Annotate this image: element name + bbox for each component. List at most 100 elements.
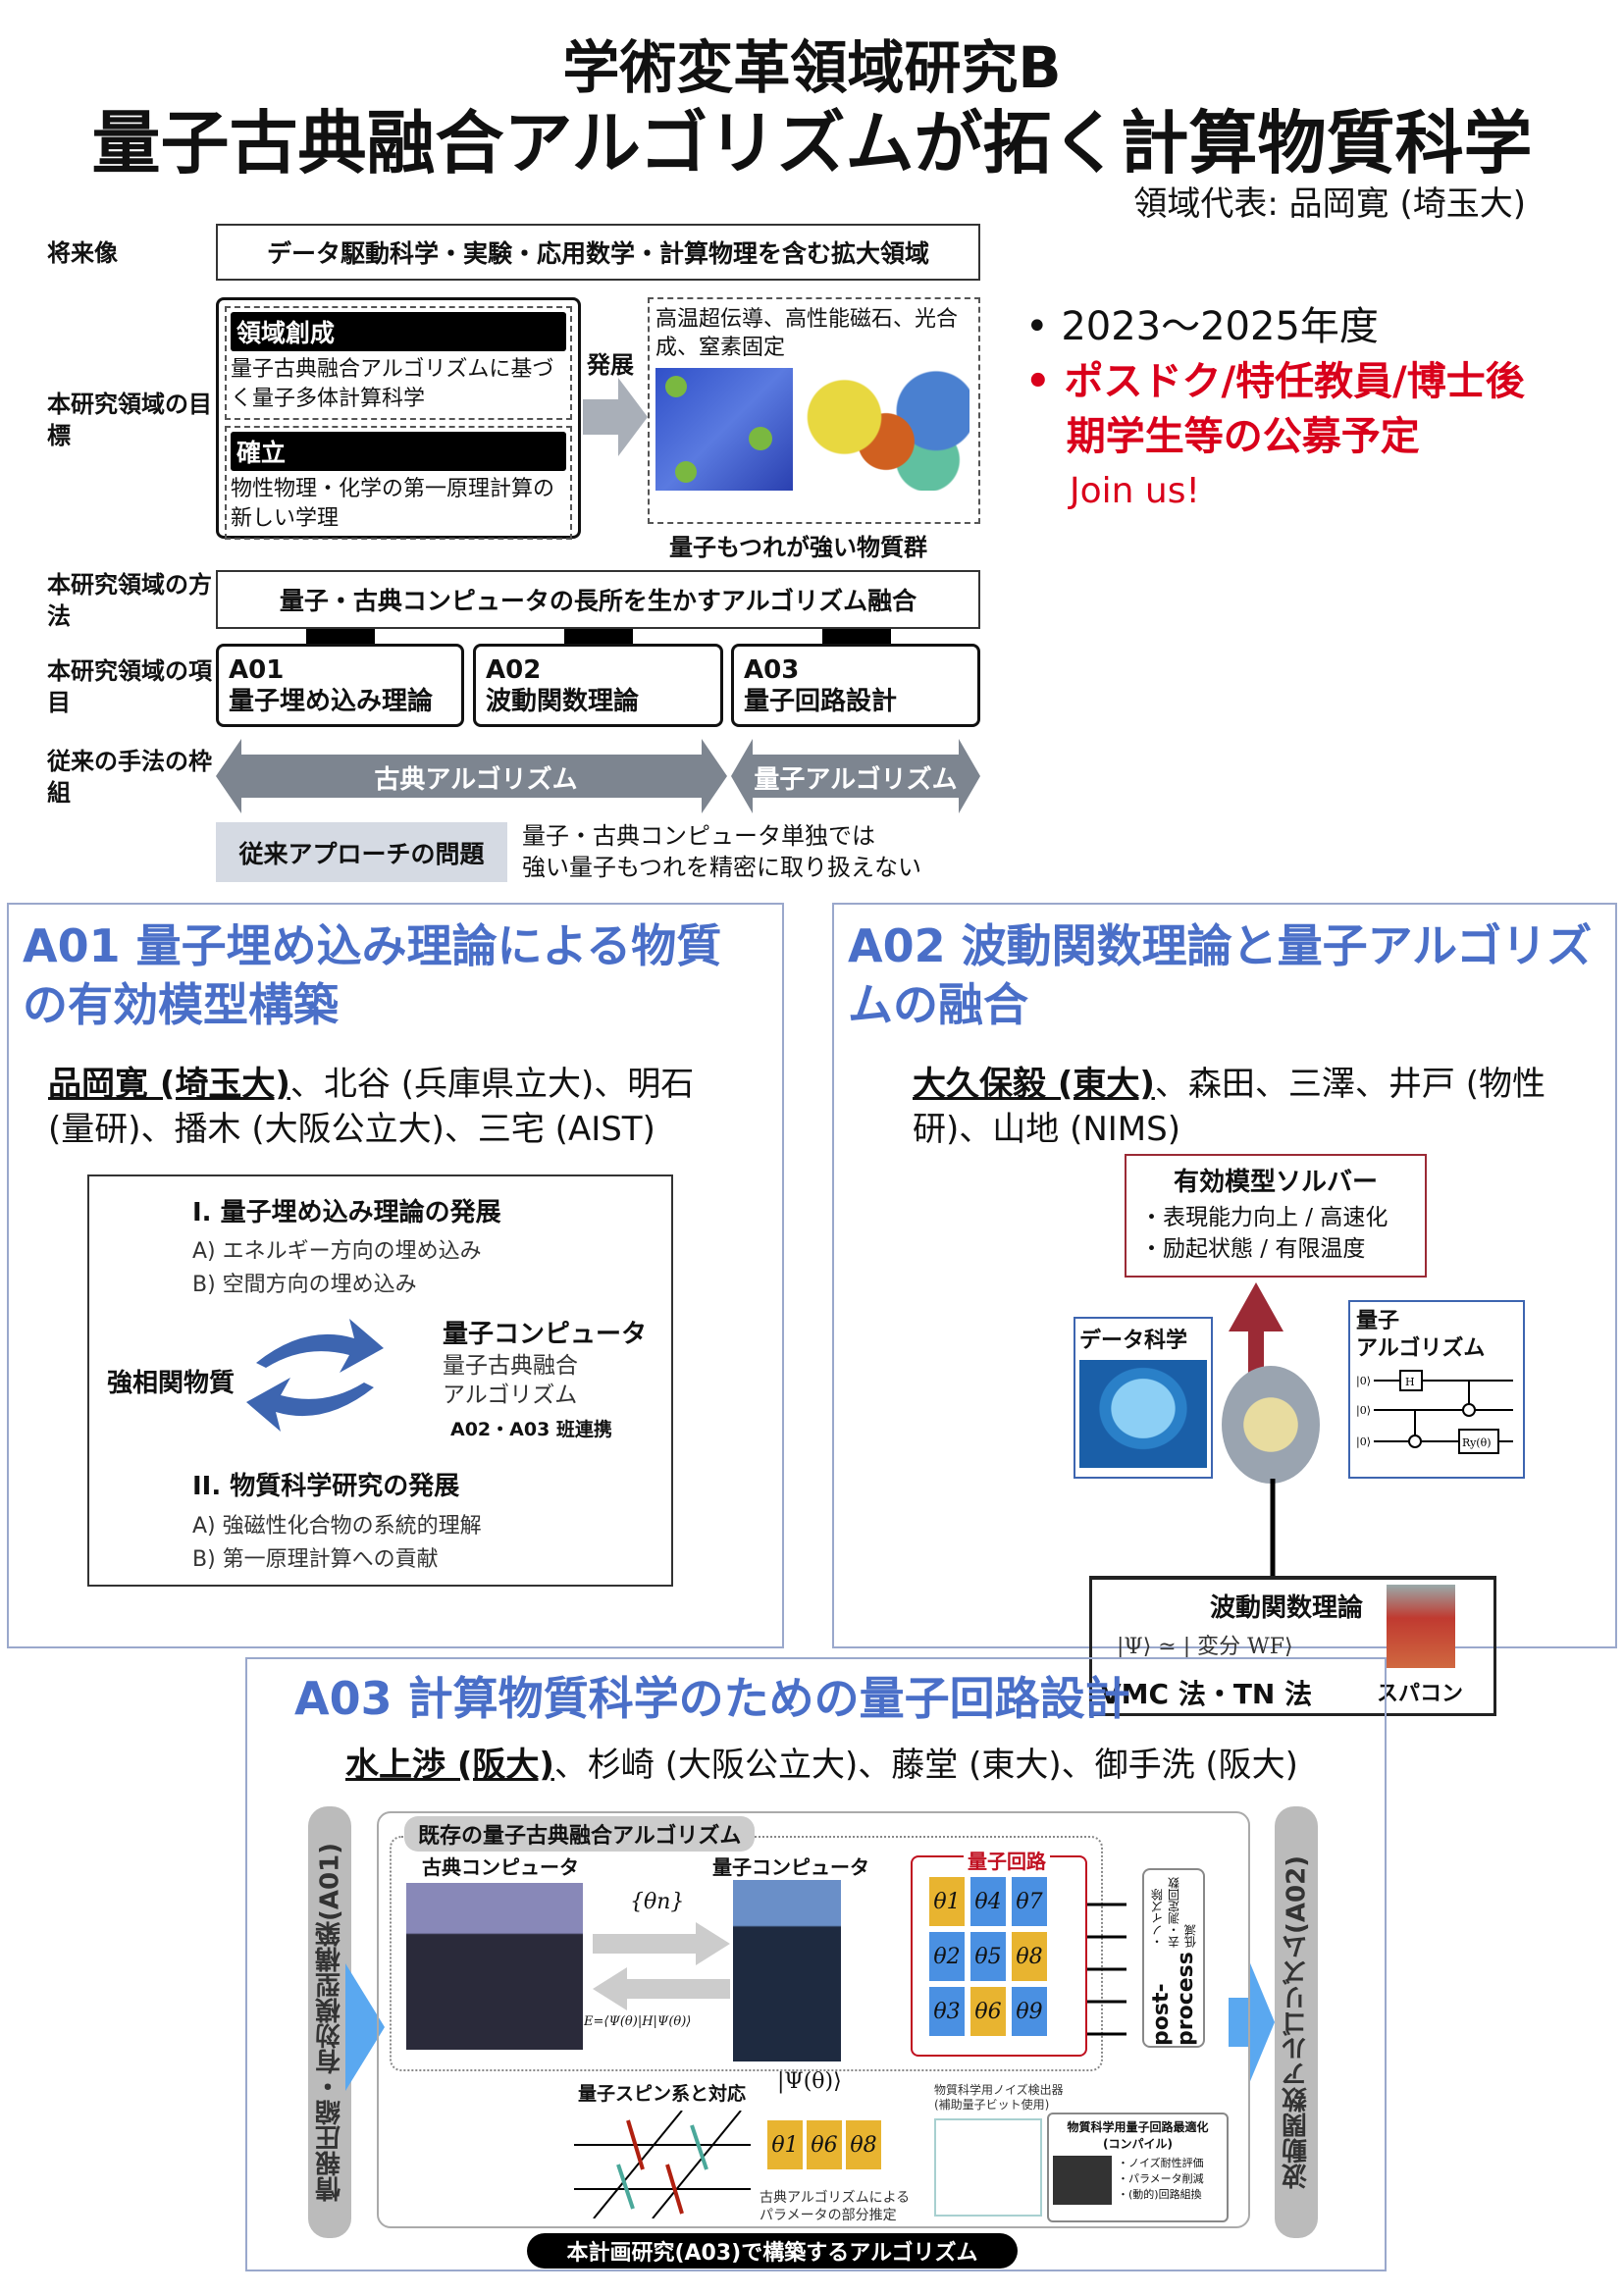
- circuit-label: 量子回路: [964, 1846, 1050, 1874]
- algo-frame: [377, 1811, 1250, 2228]
- theta-gate: θ7: [1012, 1877, 1047, 1926]
- theta-gate: θ1: [767, 2120, 803, 2169]
- goal-box: 領域創成量子古典融合アルゴリズムに基づく量子多体計算科学 確立物性物理・化学の第…: [216, 297, 581, 540]
- existing-label: 既存の量子古典融合アルゴリズム: [404, 1816, 756, 1852]
- wf-formula: |Ψ⟩ ≃ | 変分 WF⟩: [1117, 1635, 1293, 1659]
- a03-members: 水上渉 (阪大)、杉崎 (大阪公立大)、藤堂 (東大)、御手洗 (阪大): [345, 1746, 1298, 1785]
- supercomputer-label: スパコン: [1377, 1682, 1464, 1706]
- a01-hybrid: 量子古典融合アルゴリズム: [443, 1353, 578, 1408]
- post-process-box: post-process ・ノイズ除去・測定回数低減: [1142, 1868, 1205, 2048]
- notice-years: • 2023〜2025年度: [1025, 304, 1379, 349]
- theta-gate: θ8: [846, 2120, 881, 2169]
- theta-gate: θ1: [929, 1877, 965, 1926]
- spin-lattice-icon: [574, 2111, 751, 2218]
- protein-structure-image: [803, 368, 969, 491]
- theta-gate: θ2: [929, 1932, 965, 1981]
- future-label: 将来像: [47, 239, 118, 267]
- develop-arrow-icon: [583, 378, 648, 456]
- connector: [822, 629, 891, 645]
- notice-join[interactable]: Join us!: [1070, 471, 1200, 511]
- wf-title: 波動関数理論: [1210, 1593, 1364, 1623]
- svg-text:H: H: [1405, 1376, 1415, 1388]
- connector: [306, 629, 375, 645]
- partial-caption: 古典アルゴリズムによるパラメータの部分推定: [760, 2190, 911, 2223]
- problem-text: 量子・古典コンピュータ単独では強い量子もつれを精密に取り扱えない: [522, 822, 922, 881]
- goal-label: 本研究領域の目標: [47, 391, 212, 449]
- method-box: 量子・古典コンピュータの長所を生かすアルゴリズム融合: [216, 570, 980, 629]
- quantum-circuit-icon: |0⟩|0⟩|0⟩HRy(θ): [1356, 1370, 1513, 1454]
- spin-label: 量子スピン系と対応: [578, 2083, 747, 2105]
- a02-title: A02 波動関数理論と量子アルゴリズムの融合: [848, 919, 1593, 1031]
- optimization-box: 物質科学用量子回路最適化 (コンパイル) ・ノイズ耐性評価・パラメータ削減・(動…: [1047, 2113, 1229, 2222]
- a03-panel: A03 計算物質科学のための量子回路設計 水上渉 (阪大)、杉崎 (大阪公立大)…: [245, 1657, 1387, 2271]
- supercomputer-icon: [1387, 1585, 1455, 1668]
- a01-collab: A02・A03 班連携: [450, 1419, 612, 1440]
- materials-box: 高温超伝導、高性能磁石、光合成、窒素固定: [648, 297, 980, 524]
- a02-side-label: 波動関数アルゴリズム(A02): [1282, 1854, 1312, 2190]
- brain-icon: [1079, 1360, 1207, 1468]
- wf-box: 波動関数理論 |Ψ⟩ ≃ | 変分 WF⟩ VMC 法・TN 法 スパコン: [1089, 1576, 1496, 1716]
- classical-pc-label: 古典コンピュータ: [422, 1855, 579, 1879]
- state-label: |Ψ(θ)⟩: [777, 2069, 842, 2094]
- representative: 領域代表: 品岡寛 (埼玉大): [1133, 184, 1526, 224]
- a01-strong: 強相関物質: [107, 1369, 236, 1398]
- noise-detector-icon: [934, 2118, 1042, 2217]
- materials-text: 高温超伝導、高性能磁石、光合成、窒素固定: [655, 307, 959, 360]
- a02-panel: A02 波動関数理論と量子アルゴリズムの融合 大久保毅 (東大)、森田、三澤、井…: [832, 903, 1617, 1716]
- theta-gate: θ4: [970, 1877, 1006, 1926]
- framework-arrows: [216, 739, 980, 813]
- goal2-text: 物性物理・化学の第一原理計算の新しい学理: [231, 477, 555, 531]
- a02-members: 大久保毅 (東大)、森田、三澤、井戸 (物性研)、山地 (NIMS): [913, 1065, 1545, 1149]
- theta-gate: θ6: [807, 2120, 842, 2169]
- exchange-arrows-icon: [593, 1922, 730, 2010]
- up-arrow-icon: [1270, 1479, 1276, 1577]
- goal1-head: 領域創成: [231, 312, 566, 351]
- a03-bottom-label: 本計画研究(A03)で構築するアルゴリズム: [527, 2233, 1018, 2269]
- connector: [564, 629, 633, 645]
- up-arrow-icon: [1229, 1282, 1283, 1420]
- svg-text:|0⟩: |0⟩: [1356, 1404, 1371, 1418]
- params-label: {θn}: [630, 1890, 685, 1914]
- cycle-arrows-icon: [246, 1319, 384, 1432]
- goal1-text: 量子古典融合アルゴリズムに基づく量子多体計算科学: [231, 357, 554, 411]
- post-process-sub: ・ノイズ除去・測定回数低減: [1150, 1877, 1198, 1949]
- output-arrows-icon: [1087, 1903, 1126, 2036]
- a02-side-bar: [1275, 1806, 1318, 2238]
- bowl-icon: [1222, 1366, 1320, 1484]
- quantum-computer-icon: [733, 1880, 841, 2061]
- notice-list: • 2023〜2025年度 • ポスドク/特任教員/博士後 期学生等の公募予定 …: [1025, 299, 1525, 519]
- future-box: データ駆動科学・実験・応用数学・計算物理を含む拡大領域: [216, 224, 980, 281]
- a03-title: A03 計算物質科学のための量子回路設計: [294, 1672, 1130, 1725]
- framework-label: 従来の手法の枠組: [47, 748, 212, 807]
- quantum-arrow-label: 量子アルゴリズム: [754, 765, 958, 795]
- a01-qc: 量子コンピュータ: [443, 1320, 648, 1349]
- a01-title: A01 量子埋め込み理論による物質の有効模型構築: [23, 919, 722, 1031]
- materials-caption: 量子もつれが強い物質群: [669, 534, 928, 561]
- noise-caption: 物質科学用ノイズ検出器(補助量子ビット使用): [934, 2083, 1064, 2112]
- a01-panel: A01 量子埋め込み理論による物質の有効模型構築 品岡寛 (埼玉大)、北谷 (兵…: [7, 903, 784, 1648]
- post-process-label: post-process: [1149, 1952, 1198, 2046]
- svg-text:Ry(θ): Ry(θ): [1462, 1436, 1492, 1449]
- a01-members: 品岡寛 (埼玉大)、北谷 (兵庫県立大)、明石(量研)、播木 (大阪公立大)、三…: [48, 1065, 695, 1149]
- svg-text:|0⟩: |0⟩: [1356, 1435, 1371, 1449]
- crystal-structure-image: [655, 368, 793, 491]
- right-arrow-icon: [345, 1963, 385, 2091]
- a01-side-bar: [308, 1806, 351, 2238]
- classical-arrow-label: 古典アルゴリズム: [374, 765, 578, 795]
- title-line1: 学術変革領域研究B: [562, 34, 1062, 101]
- solver-box: 有効模型ソルバー ・表現能力向上 / 高速化 ・励起状態 / 有限温度: [1125, 1154, 1427, 1278]
- classical-computer-icon: [406, 1883, 583, 2050]
- notice-recruit: • ポスドク/特任教員/博士後 期学生等の公募予定: [1025, 359, 1525, 459]
- theta-gate: θ8: [1012, 1932, 1047, 1981]
- goal2-head: 確立: [231, 432, 566, 471]
- a01-s1: I. 量子埋め込み理論の発展: [192, 1198, 501, 1227]
- develop-label: 発展: [587, 351, 634, 379]
- quantum-pc-label: 量子コンピュータ: [712, 1855, 869, 1879]
- energy-formula: E=⟨Ψ(θ)|H|Ψ(θ)⟩: [584, 2014, 692, 2029]
